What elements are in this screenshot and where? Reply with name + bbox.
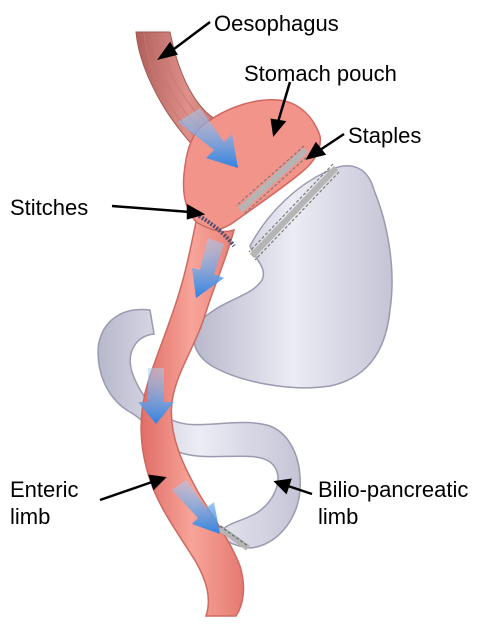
label-stomach-pouch: Stomach pouch	[244, 60, 397, 87]
label-stitches: Stitches	[10, 194, 88, 221]
label-staples: Staples	[348, 122, 421, 149]
label-enteric-limb: Enteric limb	[10, 476, 78, 530]
label-oesophagus: Oesophagus	[214, 10, 339, 37]
label-bilio-pancreatic-limb: Bilio-pancreatic limb	[318, 476, 468, 530]
